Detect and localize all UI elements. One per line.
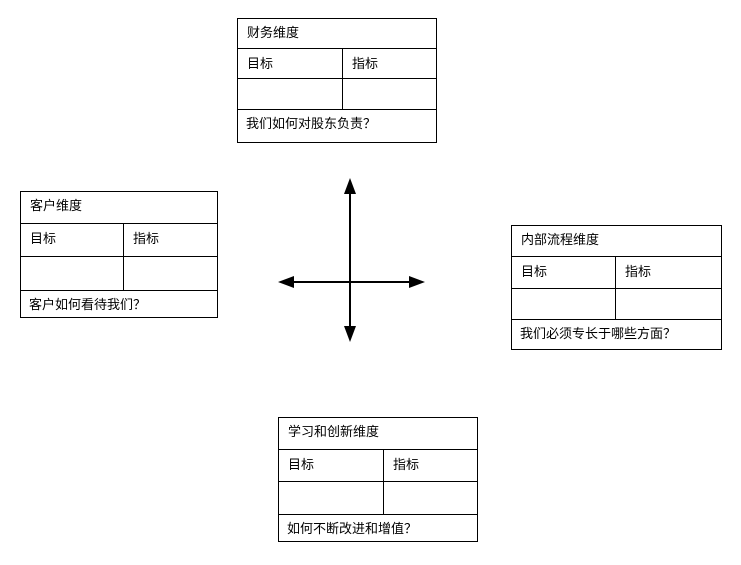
learning-innovation-objectives-header: 目标 — [279, 450, 384, 481]
axes-cross-icon — [278, 178, 425, 342]
financial-perspective-box: 财务维度 目标 指标 我们如何对股东负责？ — [237, 18, 437, 143]
internal-process-perspective-box: 内部流程维度 目标 指标 我们必须专长于哪些方面？ — [511, 225, 722, 350]
customer-question: 客户如何看待我们？ — [21, 290, 217, 317]
learning-innovation-perspective-box: 学习和创新维度 目标 指标 如何不断改进和增值？ — [278, 417, 478, 542]
internal-process-measures-header: 指标 — [625, 264, 652, 279]
customer-values-row — [21, 256, 217, 290]
internal-process-objectives-cell — [512, 289, 616, 319]
learning-innovation-header-row: 目标 指标 — [279, 449, 477, 481]
internal-process-measures-cell — [616, 289, 721, 319]
financial-measures-cell — [343, 79, 436, 109]
financial-objectives-header: 目标 — [238, 49, 343, 78]
learning-innovation-measures-cell — [384, 482, 477, 514]
financial-title: 财务维度 — [247, 25, 300, 40]
financial-objectives-cell — [238, 79, 343, 109]
financial-values-row — [238, 78, 436, 109]
customer-objectives-header: 目标 — [21, 224, 124, 256]
internal-process-title: 内部流程维度 — [521, 232, 600, 247]
financial-measures-header: 指标 — [352, 56, 379, 71]
internal-process-question: 我们必须专长于哪些方面？ — [512, 319, 721, 349]
customer-objectives-cell — [21, 257, 124, 290]
financial-question: 我们如何对股东负责？ — [238, 109, 436, 142]
financial-header-row: 目标 指标 — [238, 48, 436, 78]
customer-header-row: 目标 指标 — [21, 223, 217, 256]
internal-process-header-row: 目标 指标 — [512, 256, 721, 288]
learning-innovation-measures-header: 指标 — [393, 457, 420, 472]
customer-measures-cell — [124, 257, 217, 290]
customer-measures-header: 指标 — [133, 231, 160, 246]
internal-process-objectives-header: 目标 — [512, 257, 616, 288]
customer-perspective-box: 客户维度 目标 指标 客户如何看待我们？ — [20, 191, 218, 318]
learning-innovation-question: 如何不断改进和增值？ — [279, 514, 477, 541]
internal-process-values-row — [512, 288, 721, 319]
learning-innovation-title: 学习和创新维度 — [288, 424, 380, 439]
customer-title: 客户维度 — [30, 198, 83, 213]
learning-innovation-values-row — [279, 481, 477, 514]
learning-innovation-objectives-cell — [279, 482, 384, 514]
